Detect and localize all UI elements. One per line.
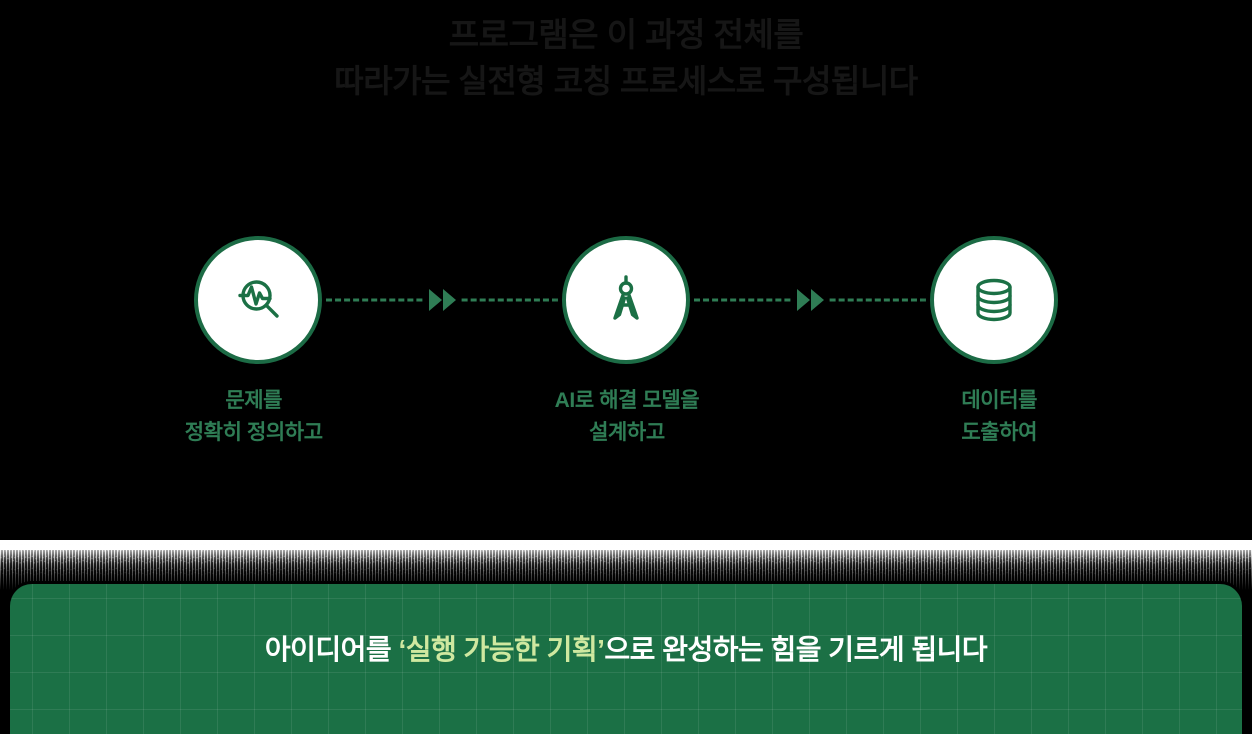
chevron-right-icon [796,289,810,311]
drafting-compass-icon [600,274,652,326]
process-step-2-circle [562,236,690,364]
summary-banner-text: 아이디어를 ‘실행 가능한 기획’으로 완성하는 힘을 기르게 됩니다 [264,628,988,668]
double-chevron-right-icon [424,289,460,311]
chevron-right-icon [810,289,824,311]
process-step-2-label-line-1: AI로 해결 모델을 [554,389,700,412]
page-title-line-2: 따라가는 실전형 코칭 프로세스로 구성됩니다 [334,62,918,99]
process-connector-1 [326,285,558,315]
page-title-block: 프로그램은 이 과정 전체를 따라가는 실전형 코칭 프로세스로 구성됩니다 [0,0,1252,104]
chevron-right-icon [428,289,442,311]
divider-white-strip [0,540,1252,550]
process-step-3[interactable] [926,232,1062,368]
process-step-2-label: AI로 해결 모델을 설계하고 [555,385,700,449]
process-steps-rail [0,225,1252,375]
process-step-2[interactable] [558,232,694,368]
process-labels-rail: 문제를 정확히 정의하고 AI로 해결 모델을 설계하고 데이터를 도출하여 [0,385,1252,449]
process-step-1-circle [194,236,322,364]
banner-text-before: 아이디어를 [264,634,399,665]
analysis-search-icon [232,274,284,326]
database-icon [968,274,1020,326]
banner-text-highlight: ‘실행 가능한 기획’ [398,634,605,665]
process-step-1-label: 문제를 정확히 정의하고 [185,385,323,449]
process-step-2-label-line-2: 설계하고 [589,420,665,444]
chevron-right-icon [442,289,456,311]
process-step-1[interactable] [190,232,326,368]
process-connector-2 [694,285,926,315]
divider-speckle-texture [0,542,1252,578]
page-title-line-1: 프로그램은 이 과정 전체를 [448,16,804,53]
double-chevron-right-icon [792,289,828,311]
process-diagram: 문제를 정확히 정의하고 AI로 해결 모델을 설계하고 데이터를 도출하여 [0,225,1252,510]
process-step-1-label-line-1: 문제를 [225,389,283,412]
process-step-3-label-line-2: 도출하여 [961,420,1038,444]
process-step-3-label: 데이터를 도출하여 [931,385,1067,449]
process-step-3-circle [930,236,1058,364]
summary-banner: 아이디어를 ‘실행 가능한 기획’으로 완성하는 힘을 기르게 됩니다 [10,584,1242,734]
banner-text-after: 으로 완성하는 힘을 기르게 됩니다 [604,634,988,665]
process-step-3-label-line-1: 데이터를 [961,389,1038,412]
process-step-1-label-line-2: 정확히 정의하고 [184,420,323,444]
